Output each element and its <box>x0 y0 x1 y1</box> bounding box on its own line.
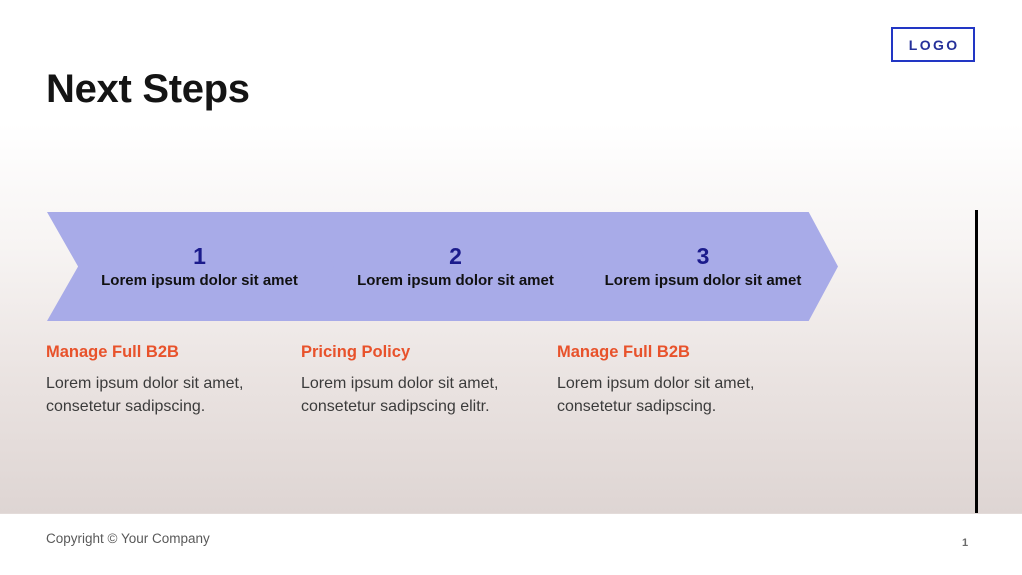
detail-columns: Manage Full B2B Lorem ipsum dolor sit am… <box>46 343 846 463</box>
detail-column-1: Manage Full B2B Lorem ipsum dolor sit am… <box>46 343 261 419</box>
page-title: Next Steps <box>46 67 250 111</box>
footer-copyright: Copyright © Your Company <box>46 531 210 546</box>
vertical-accent-rule <box>975 210 978 513</box>
detail-column-3-body: Lorem ipsum dolor sit amet, consetetur s… <box>557 374 755 416</box>
detail-column-3-heading: Manage Full B2B <box>557 343 690 361</box>
footer-page-number: 1 <box>962 537 969 549</box>
detail-column-3: Manage Full B2B Lorem ipsum dolor sit am… <box>557 343 772 419</box>
footer-divider <box>0 513 1022 514</box>
detail-column-2: Pricing Policy Lorem ipsum dolor sit ame… <box>301 343 516 419</box>
detail-column-1-body: Lorem ipsum dolor sit amet, consetetur s… <box>46 374 244 416</box>
chevron-step-3-number: 3 <box>696 243 710 269</box>
chevron-step-3[interactable]: 3 Lorem ipsum dolor sit amet <box>559 212 838 321</box>
chevron-step-1-label: Lorem ipsum dolor sit amet <box>101 272 298 289</box>
detail-column-1-heading: Manage Full B2B <box>46 343 179 361</box>
chevron-step-2[interactable]: 2 Lorem ipsum dolor sit amet <box>303 212 599 321</box>
detail-column-2-heading: Pricing Policy <box>301 343 411 361</box>
chevron-step-1[interactable]: 1 Lorem ipsum dolor sit amet <box>47 212 343 321</box>
chevron-step-2-label: Lorem ipsum dolor sit amet <box>357 272 554 289</box>
process-chevron-band: 1 Lorem ipsum dolor sit amet 2 Lorem ips… <box>47 212 838 321</box>
logo-label: LOGO <box>908 36 960 53</box>
chevron-step-3-label: Lorem ipsum dolor sit amet <box>604 272 802 289</box>
detail-column-2-body: Lorem ipsum dolor sit amet, consetetur s… <box>301 374 499 416</box>
chevron-step-1-number: 1 <box>193 243 206 269</box>
logo-placeholder: LOGO <box>891 27 975 62</box>
chevron-step-2-number: 2 <box>449 243 462 269</box>
